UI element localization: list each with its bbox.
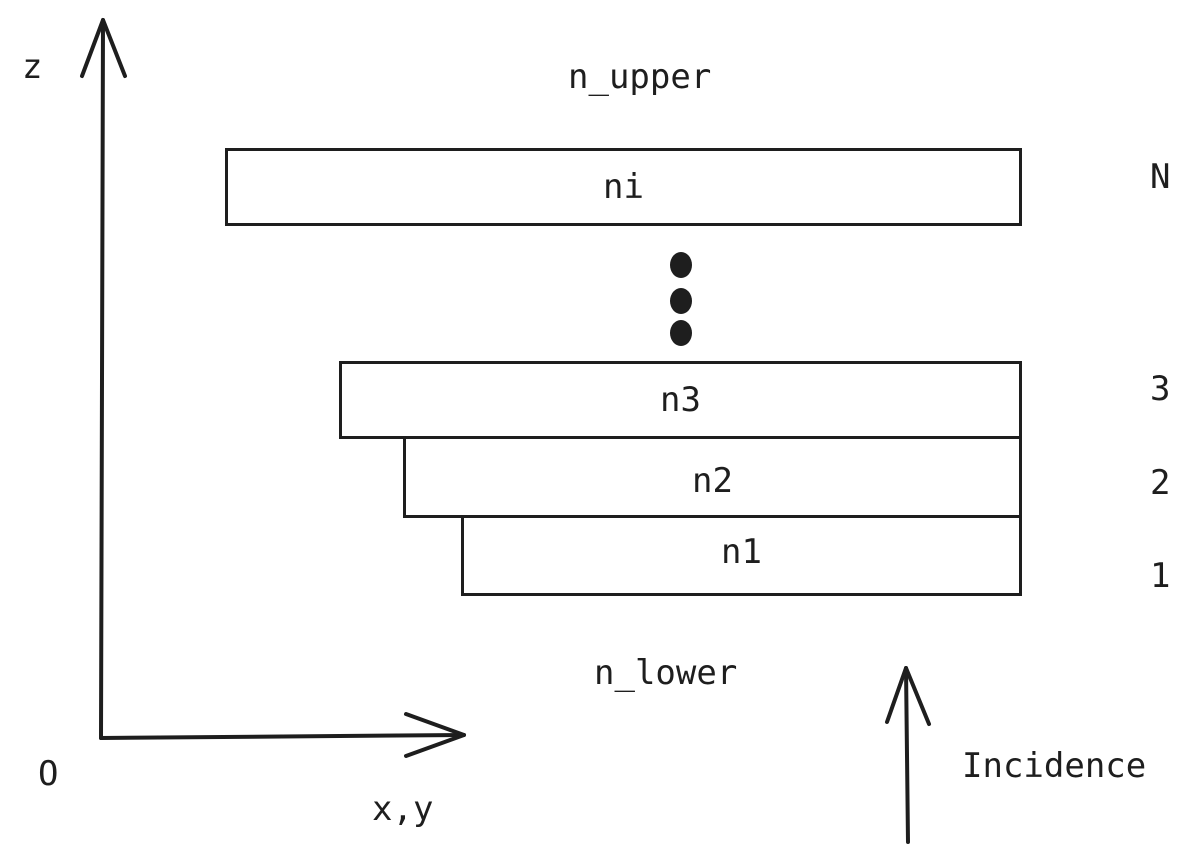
lower-medium-label: n_lower xyxy=(594,653,738,693)
z-axis-label: z xyxy=(22,47,43,87)
xy-axis-arrowhead xyxy=(404,712,466,758)
origin-label: O xyxy=(38,754,59,794)
ellipsis-dot xyxy=(670,288,692,314)
xy-axis-label: x,y xyxy=(372,789,434,829)
incidence-arrowhead xyxy=(885,666,931,726)
xy-axis-line xyxy=(99,733,466,740)
layer-n1: n1 xyxy=(461,515,1022,596)
layer-index-1: 1 xyxy=(1150,556,1171,596)
layer-n1-label: n1 xyxy=(721,531,762,572)
z-axis-line xyxy=(99,18,105,740)
layer-index-2: 2 xyxy=(1150,463,1171,503)
layer-ni-label: ni xyxy=(603,167,644,207)
layer-n3: n3 xyxy=(339,361,1022,439)
ellipsis-dot xyxy=(670,252,692,278)
layer-index-N: N xyxy=(1150,157,1171,197)
layer-n2-label: n2 xyxy=(692,461,733,502)
layer-n3-label: n3 xyxy=(660,380,701,420)
ellipsis-dot xyxy=(670,320,692,346)
layer-index-3: 3 xyxy=(1150,369,1171,409)
layer-n2: n2 xyxy=(403,436,1022,518)
incidence-arrow-line xyxy=(904,666,910,844)
incidence-label: Incidence xyxy=(962,746,1147,786)
z-axis-arrowhead xyxy=(80,18,127,78)
layer-ni: ni xyxy=(225,148,1022,226)
upper-medium-label: n_upper xyxy=(568,57,712,97)
